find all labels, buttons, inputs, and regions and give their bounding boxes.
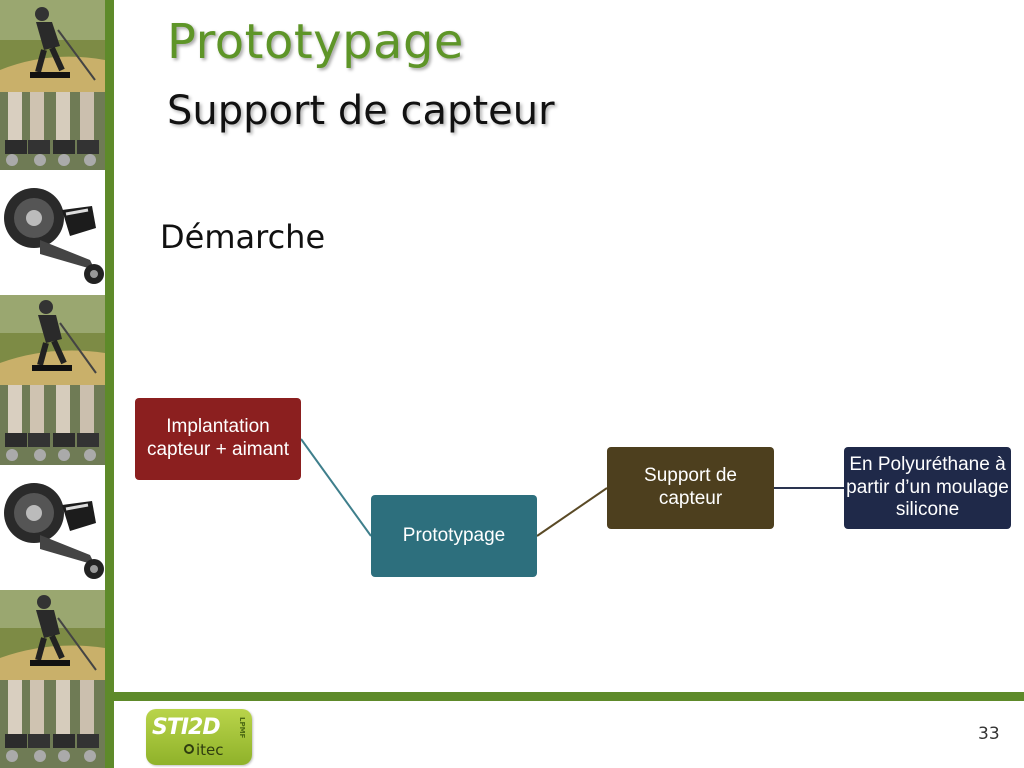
logo-dot-icon	[184, 744, 194, 754]
bottom-band	[114, 692, 1024, 701]
mountainboard-photo	[0, 465, 105, 590]
node-implantation: Implantation capteur + aimant	[135, 398, 301, 480]
connector-2-3	[536, 487, 608, 537]
strip-border	[105, 0, 114, 768]
legs-skates-photo	[0, 680, 105, 768]
slide-subtitle: Support de capteur	[167, 88, 555, 134]
node-polyurethane: En Polyuréthane à partir d’un moulage si…	[844, 447, 1011, 529]
node-prototypage: Prototypage	[371, 495, 537, 577]
skater-photo	[0, 0, 105, 92]
body-text: Démarche	[160, 218, 326, 256]
node-support-capteur: Support de capteur	[607, 447, 774, 529]
skater-photo	[0, 295, 105, 385]
left-photo-strip	[0, 0, 105, 768]
legs-skates-photo	[0, 92, 105, 170]
mountainboard-photo	[0, 170, 105, 295]
legs-skates-photo	[0, 385, 105, 465]
logo-sub-text: itec	[196, 741, 224, 759]
sti2d-logo: STI2D itec LPMF	[146, 709, 252, 765]
connector-1-2	[300, 438, 372, 537]
logo-main-text: STI2D	[152, 715, 221, 740]
logo-side-text: LPMF	[238, 717, 246, 739]
page-number: 33	[978, 724, 1000, 744]
slide-title: Prototypage	[167, 14, 464, 70]
skater-photo	[0, 590, 105, 680]
